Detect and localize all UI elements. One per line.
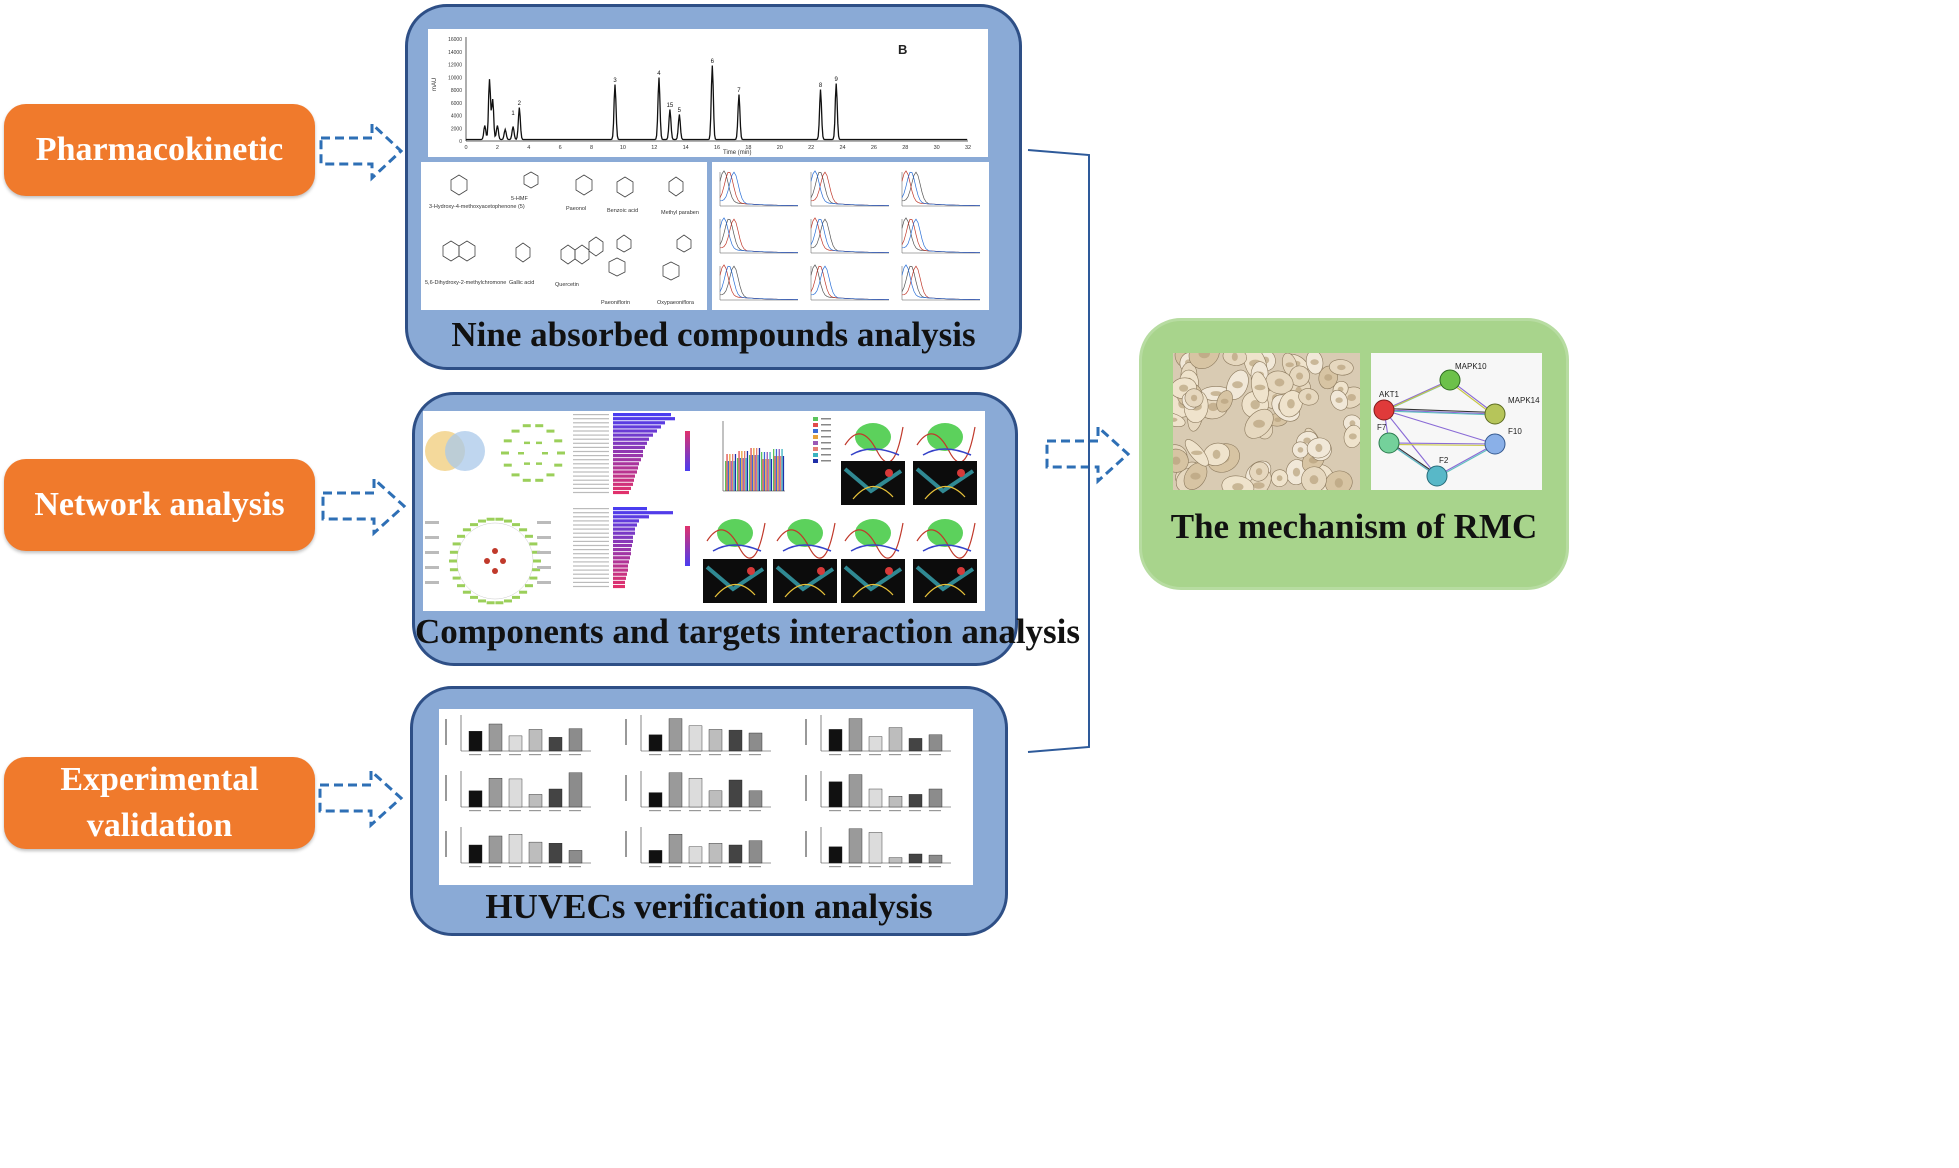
chromatogram-xtick: 10: [620, 145, 626, 151]
compound-label: Gallic acid: [509, 280, 534, 286]
node-mapk10: [1439, 369, 1461, 391]
chromatogram-plot: B mAU Time (min) 16000140001200010000800…: [432, 37, 971, 156]
stage-network-analysis: Network analysis: [4, 459, 315, 551]
pk-curves-plot: [719, 170, 980, 301]
label-f7: F7: [1377, 423, 1387, 432]
chromatogram-xtick: 4: [527, 145, 530, 151]
stage-experimental-line2: validation: [86, 807, 233, 844]
chromatogram-xtick: 32: [965, 145, 971, 151]
chromatogram-ytick: 4000: [451, 114, 462, 120]
chromatogram-peak-label: 3: [613, 78, 617, 84]
chromatogram-xtick: 20: [777, 145, 783, 151]
pk-curves-figure: [712, 162, 989, 310]
compound-label: Quercetin: [555, 282, 579, 288]
stage-network-label: Network analysis: [34, 486, 285, 524]
compound-label: 5,6-Dihydroxy-2-methylchromone: [425, 280, 506, 286]
arrow-mechanism: [1045, 423, 1131, 485]
arrow-network: [321, 475, 407, 537]
label-mapk10: MAPK10: [1455, 362, 1487, 371]
chromatogram-xtick: 30: [934, 145, 940, 151]
network-panel-title: Components and targets interaction analy…: [415, 612, 1081, 651]
chromatogram-ytick: 10000: [448, 75, 462, 81]
label-mapk14: MAPK14: [1508, 396, 1540, 405]
chromatogram-xtick: 16: [714, 145, 720, 151]
compound-label: Benzoic acid: [607, 208, 638, 214]
chromatogram-xtick: 26: [871, 145, 877, 151]
ppi-network: MAPK10 AKT1 MAPK14 F7 F10 F2: [1373, 362, 1540, 487]
chromatogram-peak-label: 8: [819, 83, 823, 89]
node-f2: [1426, 465, 1448, 487]
node-f10: [1484, 433, 1506, 455]
chromatogram-peak-label: 6: [711, 59, 715, 65]
chromatogram-panel-letter: B: [898, 42, 907, 57]
arrow-pharmacokinetic: [319, 120, 404, 182]
compound-label: 5-HMF: [511, 196, 528, 202]
chromatogram-peak-label: 5: [678, 108, 682, 114]
ppi-network-figure: MAPK10 AKT1 MAPK14 F7 F10 F2: [1371, 353, 1542, 490]
node-mapk14: [1484, 403, 1506, 425]
compound-label: Methyl paraben: [661, 210, 699, 216]
compound-label: Paeonol: [566, 206, 586, 212]
node-akt1: [1373, 399, 1395, 421]
compound-structures: 3-Hydroxy-4-methoxyacetophenone (5) 5-HMF…: [425, 171, 699, 306]
chromatogram-xtick: 22: [808, 145, 814, 151]
herb-photo: [1173, 353, 1360, 490]
chromatogram-ytick: 8000: [451, 88, 462, 94]
stage-experimental-validation: Experimental validation: [4, 757, 315, 849]
huvec-bar-charts: [445, 715, 951, 868]
panel-mechanism: MAPK10 AKT1 MAPK14 F7 F10 F2 The mechani…: [1139, 318, 1569, 590]
chromatogram-peak-label: 9: [835, 77, 839, 83]
chromatogram-peak-label: 2: [518, 101, 522, 107]
mechanism-title: The mechanism of RMC: [1170, 507, 1538, 546]
chromatogram-peak-label: 15: [667, 103, 674, 109]
chromatogram-xtick: 24: [839, 145, 845, 151]
chromatogram-xtick: 8: [590, 145, 593, 151]
chromatogram-peak-label: 4: [657, 71, 661, 77]
label-f10: F10: [1508, 427, 1522, 436]
herb-slices-image: [1173, 353, 1360, 490]
network-composite: [425, 413, 977, 605]
chromatogram-peak-label: 1: [511, 111, 515, 117]
compound-label: Oxypaeoniflora: [657, 300, 695, 306]
chromatogram-ytick: 6000: [451, 101, 462, 107]
stage-pharmacokinetic-label: Pharmacokinetic: [35, 131, 284, 169]
node-f7: [1378, 432, 1400, 454]
panel-network: Components and targets interaction analy…: [412, 392, 1081, 666]
chromatogram-xtick: 12: [651, 145, 657, 151]
huvec-panel-title: HUVECs verification analysis: [485, 887, 933, 926]
chromatogram-ytick: 16000: [448, 37, 462, 43]
panel-huvec: HUVECs verification analysis: [410, 686, 1008, 936]
chromatogram-peak-label: 7: [737, 88, 741, 94]
chromatogram-ytick: 14000: [448, 50, 462, 56]
chromatogram-xtick: 14: [683, 145, 689, 151]
chromatogram-ylabel: mAU: [432, 78, 438, 91]
panel-bracket: [1027, 149, 1090, 753]
chromatogram-xtick: 0: [464, 145, 467, 151]
structures-figure: 3-Hydroxy-4-methoxyacetophenone (5) 5-HMF…: [421, 162, 707, 310]
stage-pharmacokinetic: Pharmacokinetic: [4, 104, 315, 196]
chromatogram-ytick: 12000: [448, 63, 462, 69]
label-akt1: AKT1: [1379, 390, 1400, 399]
stage-experimental-line1: Experimental: [60, 761, 259, 799]
chromatogram-xtick: 6: [559, 145, 562, 151]
label-f2: F2: [1439, 456, 1449, 465]
arrow-experimental: [318, 767, 404, 829]
huvec-figure: [439, 709, 973, 885]
pk-panel-title: Nine absorbed compounds analysis: [451, 315, 976, 354]
chromatogram-xtick: 2: [496, 145, 499, 151]
compound-label: Paeoniflorin: [601, 300, 630, 306]
chromatogram-xtick: 28: [902, 145, 908, 151]
compound-label: 3-Hydroxy-4-methoxyacetophenone (5): [429, 204, 525, 210]
chromatogram-xtick: 18: [745, 145, 751, 151]
chromatogram-ytick: 0: [459, 139, 462, 145]
chromatogram-xlabel: Time (min): [723, 150, 751, 156]
network-figure: [423, 411, 985, 611]
chromatogram-ytick: 2000: [451, 126, 462, 132]
